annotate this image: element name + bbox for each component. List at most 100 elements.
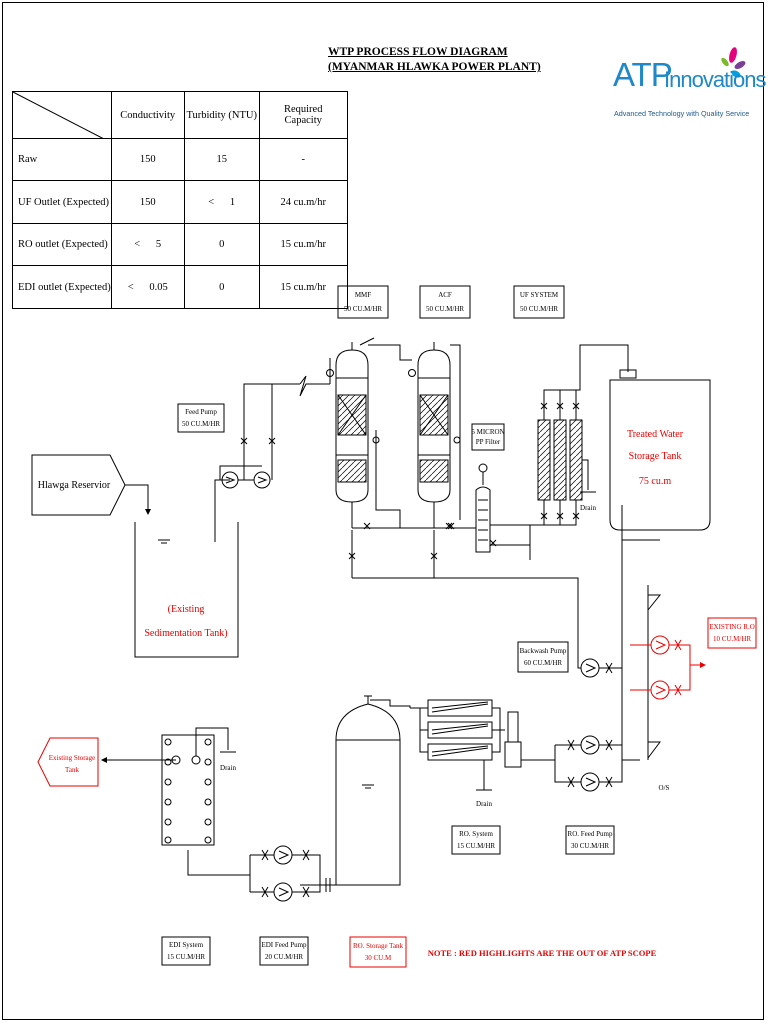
ro-feed-pump-name: RO. Feed Pump (568, 830, 613, 838)
cell-conductivity: 150 (110, 180, 185, 224)
existing-ro-capacity: 10 CU.M/HR (713, 635, 751, 643)
row-label: EDI outlet (Expected) (12, 265, 112, 309)
ro-storage-capacity: 30 CU.M (365, 954, 392, 962)
sedimentation-label-2: Sedimentation Tank) (144, 628, 227, 639)
pp-filter-label-1: 5 MICRON (471, 428, 504, 436)
treated-tank-label-2: Storage Tank (629, 451, 682, 462)
ro-membranes (410, 699, 505, 791)
reservoir-outflow-pipe (125, 484, 151, 515)
edi-system-capacity: 15 CU.M/HR (167, 953, 205, 961)
mmf-vessel (335, 337, 375, 528)
sedimentation-label-1: (Existing (168, 604, 205, 615)
table-corner-cell (12, 91, 112, 139)
ro-system-name: RO. System (459, 830, 493, 838)
treated-tank-label-3: 75 cu.m (639, 476, 671, 487)
existing-ro-label-box: EXISTING R.O 10 CU.M/HR (707, 617, 757, 649)
row-label: RO outlet (Expected) (12, 223, 112, 266)
backwash-pump-capacity: 60 CU.M/HR (524, 659, 562, 667)
diagonal-line (13, 92, 104, 139)
backwash-line (352, 577, 579, 635)
mmf-name: MMF (355, 291, 371, 299)
existing-storage-label-2: Tank (65, 766, 79, 774)
scope-note: NOTE : RED HIGHLIGHTS ARE THE OUT OF ATP… (428, 948, 657, 958)
table-header-row: Conductivity Turbidity (NTU) Required Ca… (12, 91, 348, 139)
ro-feed-pump-capacity: 30 CU.M/HR (571, 842, 609, 850)
backwash-pump (577, 635, 622, 678)
ro-drain-label: Drain (476, 800, 492, 808)
diagram-subtitle: (MYANMAR HLAWKA POWER PLANT) (328, 61, 541, 73)
ro-hp-pump (504, 711, 528, 768)
logo-atp-text: ATP (613, 56, 673, 93)
os-symbol (647, 585, 662, 760)
uf-modules (537, 419, 583, 501)
acf-name: ACF (438, 291, 452, 299)
os-label: O/S (659, 784, 670, 792)
feed-pump-name: Feed Pump (185, 408, 217, 416)
ro-feed-pumps (528, 735, 623, 792)
flower-icon (721, 47, 746, 78)
edi-system-label-box: EDI System 15 CU.M/HR (161, 936, 211, 966)
uf-valves (540, 402, 580, 520)
edi-feed-pump-label-box: EDI Feed Pump 20 CU.M/HR (259, 936, 309, 966)
ro-system-label-box: RO. System 15 CU.M/HR (451, 825, 501, 855)
feed-pump-capacity: 50 CU.M/HR (182, 420, 220, 428)
table-row: UF Outlet (Expected) 150 < 1 24 cu.m/hr (12, 180, 348, 224)
existing-ro-pumps (630, 635, 706, 700)
backwash-pump-label-box: Backwash Pump 60 CU.M/HR (517, 641, 569, 673)
row-label: UF Outlet (Expected) (12, 180, 112, 224)
acf-vessel (417, 342, 451, 503)
edi-system-name: EDI System (169, 941, 204, 949)
acf-capacity: 50 CU.M/HR (426, 305, 464, 313)
edi-system (101, 727, 236, 846)
header-conductivity: Conductivity (110, 91, 185, 139)
pp-filter-label-2: PP Filter (476, 438, 501, 446)
ro-storage-tank (335, 695, 401, 886)
pressure-gauge-icon (326, 369, 334, 377)
uf-label-box: UF SYSTEM 50 CU.M/HR (513, 285, 565, 319)
water-quality-table: Conductivity Turbidity (NTU) Required Ca… (12, 91, 348, 309)
ro-storage-label-box: RO. Storage Tank 30 CU.M (349, 936, 407, 968)
existing-ro-name: EXISTING R.O (709, 623, 755, 631)
header-turbidity: Turbidity (NTU) (183, 91, 260, 139)
feed-suction-pipe (214, 479, 230, 542)
ro-storage-name: RO. Storage Tank (353, 942, 404, 950)
pressure-gauge-icon (408, 369, 416, 377)
cell-capacity: 15 cu.m/hr (258, 265, 348, 309)
atp-logo: ATP Innovations Advanced Technology with… (612, 38, 767, 124)
cell-conductivity: < 5 (110, 223, 185, 266)
logo-tagline: Advanced Technology with Quality Service (614, 109, 750, 118)
hlawga-reservoir: Hlawga Reservior (31, 454, 126, 516)
cell-capacity: 24 cu.m/hr (258, 180, 348, 224)
acf-label-box: ACF 50 CU.M/HR (419, 285, 471, 319)
sight-glass-icon (372, 436, 380, 444)
feed-pump-label-box: Feed Pump 50 CU.M/HR (177, 403, 225, 433)
sight-glass-icon (453, 436, 461, 444)
treated-water-tank: Treated Water Storage Tank 75 cu.m (609, 369, 711, 531)
pp-filter-label-box: 5 MICRON PP Filter (471, 423, 505, 451)
feed-valve-2 (268, 437, 276, 445)
pp-filter (475, 463, 491, 553)
pipe-break (299, 375, 330, 397)
edi-feed-pump-name: EDI Feed Pump (261, 941, 307, 949)
cell-conductivity: 150 (110, 138, 185, 181)
feed-valve-1 (240, 437, 248, 445)
logo-innovations-text: Innovations (664, 67, 767, 92)
uf-name: UF SYSTEM (520, 291, 559, 299)
row-label: Raw (12, 138, 112, 181)
reservoir-label: Hlawga Reservior (38, 480, 111, 491)
diagram-title: WTP PROCESS FLOW DIAGRAM (328, 46, 508, 58)
ro-feed-pump-label-box: RO. Feed Pump 30 CU.M/HR (565, 825, 615, 855)
cell-conductivity: < 0.05 (110, 265, 185, 309)
feed-pump-2 (253, 471, 271, 489)
table-row: EDI outlet (Expected) < 0.05 0 15 cu.m/h… (12, 265, 348, 309)
ro-system-capacity: 15 CU.M/HR (457, 842, 495, 850)
edi-drain-label: Drain (220, 764, 236, 772)
uf-drain-label: Drain (580, 504, 596, 512)
edi-feed-pumps (187, 845, 336, 902)
existing-storage-label-1: Existing Storage (49, 754, 95, 762)
backwash-pump-name: Backwash Pump (520, 647, 567, 655)
cell-turbidity: 0 (183, 265, 260, 309)
sedimentation-tank: (Existing Sedimentation Tank) (134, 522, 239, 658)
